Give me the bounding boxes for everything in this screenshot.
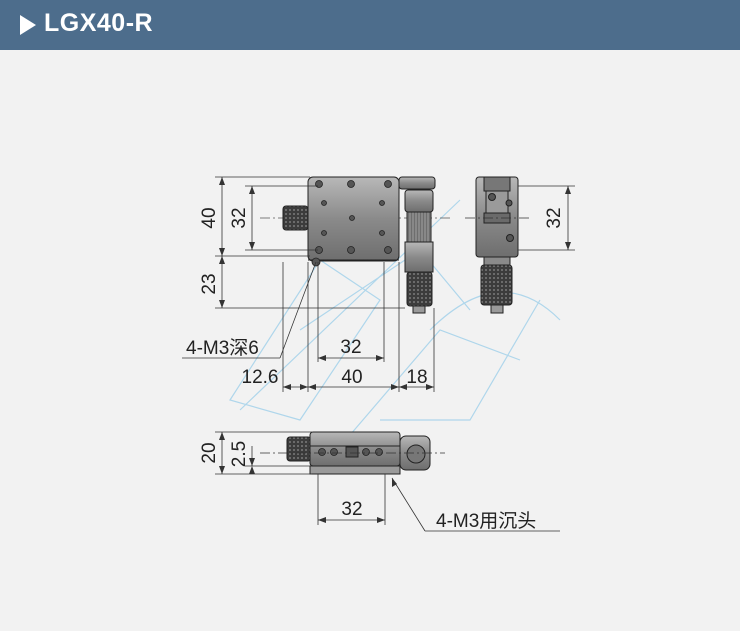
dim-width-40: 40 (341, 367, 362, 388)
side-view (475, 176, 519, 314)
side-view-dimensions (465, 185, 575, 251)
dim-height-20: 20 (199, 442, 220, 463)
dim-height-32-left: 32 (229, 207, 250, 228)
front-view-arrows (219, 432, 397, 523)
callout-m3-depth: 4-M3深6 (186, 337, 259, 359)
front-view (286, 431, 431, 475)
top-view (260, 176, 450, 314)
dim-width-12-6: 12.6 (242, 367, 279, 388)
callout-m3-counterbore: 4-M3用沉头 (436, 510, 536, 532)
page-header: LGX40-R (0, 0, 740, 50)
dim-height-40: 40 (199, 207, 220, 228)
top-view-dimensions (182, 176, 435, 392)
dim-height-23: 23 (199, 273, 220, 294)
dim-side-32: 32 (544, 207, 565, 228)
dim-height-2-5: 2.5 (229, 441, 250, 467)
technical-drawing: 40 32 23 4-M3深6 32 12.6 40 18 32 (182, 176, 575, 532)
page-title: LGX40-R (44, 9, 154, 37)
top-view-arrows (219, 177, 434, 390)
dim-width-32-bottom: 32 (341, 499, 362, 520)
dim-width-32-top: 32 (340, 337, 361, 358)
triangle-icon (20, 15, 36, 35)
dim-width-18: 18 (406, 367, 427, 388)
